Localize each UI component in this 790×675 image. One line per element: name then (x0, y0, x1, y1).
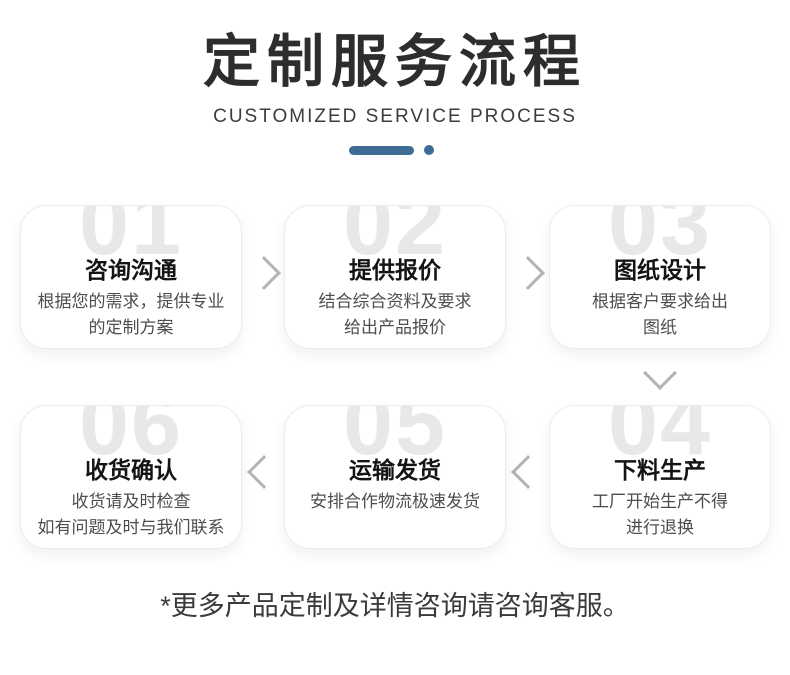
accent-divider (0, 145, 786, 155)
chevron-right-icon (247, 256, 281, 290)
step-desc: 根据客户要求给出 图纸 (592, 292, 728, 337)
accent-bar (348, 145, 414, 155)
step-number: 05 (342, 405, 448, 474)
step-card-6: 06 收货确认 收货请及时检查 如有问题及时与我们联系 (20, 405, 242, 549)
step-number: 04 (607, 405, 713, 474)
step-content: 提供报价 结合综合资料及要求 给出产品报价 (293, 256, 497, 341)
step-desc: 结合综合资料及要求 给出产品报价 (318, 292, 472, 337)
step-title: 提供报价 (349, 257, 441, 283)
chevron-down-icon (643, 356, 677, 390)
page-subtitle: CUSTOMIZED SERVICE PROCESS (213, 106, 577, 127)
step-number: 01 (78, 205, 184, 274)
step-desc: 根据您的需求，提供专业 的定制方案 (37, 292, 225, 337)
chevron-left-icon (511, 455, 545, 489)
step-card-3: 03 图纸设计 根据客户要求给出 图纸 (549, 205, 771, 349)
step-title: 收货确认 (85, 457, 177, 483)
page-title: 定制服务流程 (203, 30, 587, 94)
step-card-1: 01 咨询沟通 根据您的需求，提供专业 的定制方案 (20, 205, 242, 349)
step-number: 03 (607, 205, 713, 274)
footer-note: *更多产品定制及详情咨询请咨询客服。 (160, 591, 630, 621)
step-content: 收货确认 收货请及时检查 如有问题及时与我们联系 (29, 456, 233, 541)
step-desc: 安排合作物流极速发货 (310, 492, 480, 511)
step-card-2: 02 提供报价 结合综合资料及要求 给出产品报价 (284, 205, 506, 349)
step-content: 下料生产 工厂开始生产不得 进行退换 (558, 456, 762, 541)
step-desc: 收货请及时检查 如有问题及时与我们联系 (37, 492, 225, 537)
step-title: 咨询沟通 (85, 257, 177, 283)
step-number: 06 (78, 405, 184, 474)
step-title: 运输发货 (349, 457, 441, 483)
step-card-4: 04 下料生产 工厂开始生产不得 进行退换 (549, 405, 771, 549)
chevron-right-icon (511, 256, 545, 290)
step-number: 02 (342, 205, 448, 274)
step-title: 下料生产 (614, 457, 706, 483)
step-content: 咨询沟通 根据您的需求，提供专业 的定制方案 (29, 256, 233, 341)
accent-dot (423, 145, 434, 155)
step-card-5: 05 运输发货 安排合作物流极速发货 (284, 405, 506, 549)
step-desc: 工厂开始生产不得 进行退换 (592, 492, 728, 537)
step-content: 图纸设计 根据客户要求给出 图纸 (558, 256, 762, 341)
step-content: 运输发货 安排合作物流极速发货 (293, 456, 497, 515)
step-title: 图纸设计 (614, 257, 706, 283)
chevron-left-icon (247, 455, 281, 489)
header: 定制服务流程 CUSTOMIZED SERVICE PROCESS (0, 0, 790, 155)
